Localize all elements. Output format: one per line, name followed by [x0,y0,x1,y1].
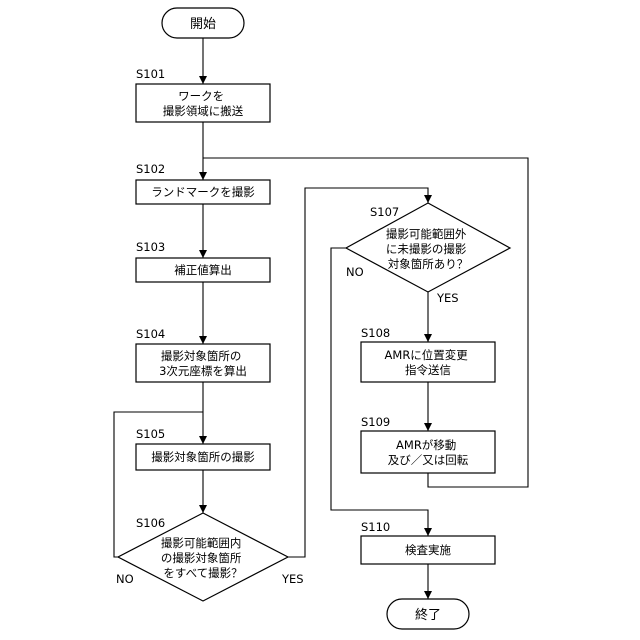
process-s103: 補正値算出 [136,258,270,282]
process-s102-line-1: ランドマークを撮影 [151,185,255,199]
decision-s106-line-3: をすべて撮影？ [163,566,242,580]
process-s109: AMRが移動 及び／又は回転 [361,431,495,473]
edge-s107-no-to-s110 [331,248,428,536]
step-s105-id: S105 [136,427,165,441]
process-s105: 撮影対象箇所の撮影 [136,444,270,470]
process-s109-line-2: 及び／又は回転 [388,453,469,467]
step-s108-id: S108 [361,326,390,340]
process-s104-line-1: 撮影対象箇所の [161,349,242,363]
process-s104: 撮影対象箇所の 3次元座標を算出 [136,344,270,382]
process-s102: ランドマークを撮影 [136,180,270,204]
step-s109-id: S109 [361,415,390,429]
step-s101-id: S101 [136,67,165,81]
step-s110-id: S110 [361,520,390,534]
decision-s107-line-2: に未撮影の撮影 [386,242,467,256]
process-s101: ワークを 撮影領域に搬送 [136,84,270,122]
start-terminal-label: 開始 [190,17,216,32]
process-s101-line-1: ワークを [178,89,224,103]
decision-s106-yes-label: YES [281,572,304,586]
decision-s107-line-3: 対象箇所あり？ [388,257,469,271]
decision-s106-no-label: NO [116,572,134,586]
process-s104-line-2: 3次元座標を算出 [159,364,247,378]
decision-s107-text: 撮影可能範囲外 に未撮影の撮影 対象箇所あり？ [386,227,470,271]
step-s107-id: S107 [370,205,399,219]
step-s103-id: S103 [136,240,165,254]
decision-s107-yes-label: YES [436,291,459,305]
decision-s106-text: 撮影可能範囲内 の撮影対象箇所 をすべて撮影？ [161,536,245,580]
process-s108: AMRに位置変更 指令送信 [361,342,495,382]
step-s106-id: S106 [136,516,165,530]
process-s109-text: AMRが移動 及び／又は回転 [388,438,469,467]
process-s101-line-2: 撮影領域に搬送 [163,104,244,118]
process-s108-line-2: 指令送信 [405,363,451,377]
process-s104-text: 撮影対象箇所の 3次元座標を算出 [159,349,247,378]
end-terminal: 終了 [387,599,469,629]
process-s108-line-1: AMRに位置変更 [385,348,469,362]
process-s109-line-1: AMRが移動 [396,438,456,452]
process-s110: 検査実施 [361,536,495,564]
start-terminal: 開始 [162,8,244,38]
end-terminal-label: 終了 [415,607,441,623]
decision-s106-line-1: 撮影可能範囲内 [161,536,242,550]
decision-s107-line-1: 撮影可能範囲外 [386,227,467,241]
decision-s107-no-label: NO [346,265,364,279]
step-s104-id: S104 [136,327,165,341]
step-s102-id: S102 [136,162,165,176]
decision-s106-line-2: の撮影対象箇所 [161,551,242,565]
process-s103-line-1: 補正値算出 [174,263,232,277]
process-s110-line-1: 検査実施 [405,543,451,557]
process-s105-line-1: 撮影対象箇所の撮影 [151,450,255,464]
